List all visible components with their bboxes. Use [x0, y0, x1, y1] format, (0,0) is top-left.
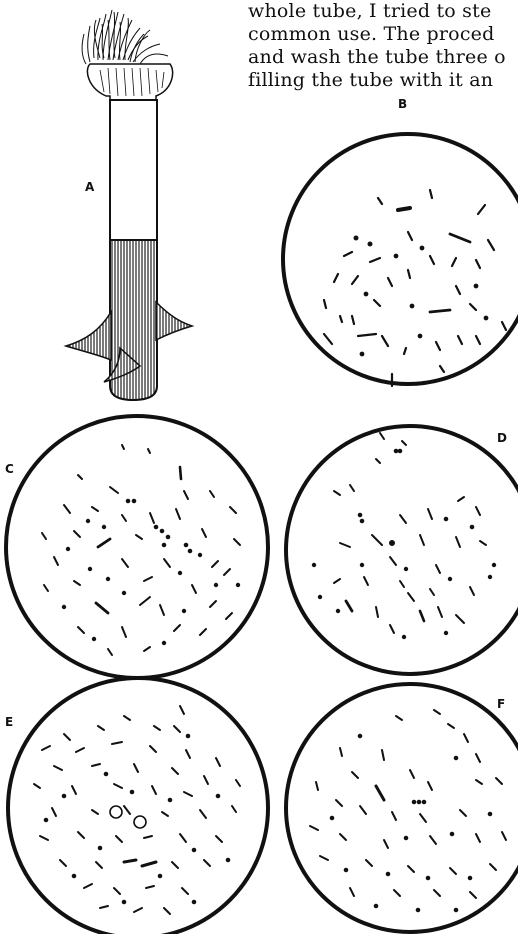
panel-label-b: B [398, 97, 407, 111]
micrograph-c [4, 409, 274, 685]
micrograph-b [280, 110, 518, 404]
tube-fin-left [66, 312, 111, 360]
body-text-line-1: whole tube, I tried to ste [248, 0, 518, 22]
tube-collar [87, 64, 172, 100]
bristle-tuft [82, 10, 168, 64]
body-text-line-4: filling the tube with it an [248, 69, 518, 91]
tube-upper [110, 100, 157, 240]
micrograph-d [280, 415, 518, 685]
micrograph-f [280, 674, 518, 934]
micrograph-e [4, 676, 274, 934]
body-text-line-2: common use. The proced [248, 23, 518, 45]
body-text-line-3: and wash the tube three o [248, 46, 518, 68]
tube-illustration [0, 0, 220, 410]
tube-fin-right [156, 302, 192, 340]
